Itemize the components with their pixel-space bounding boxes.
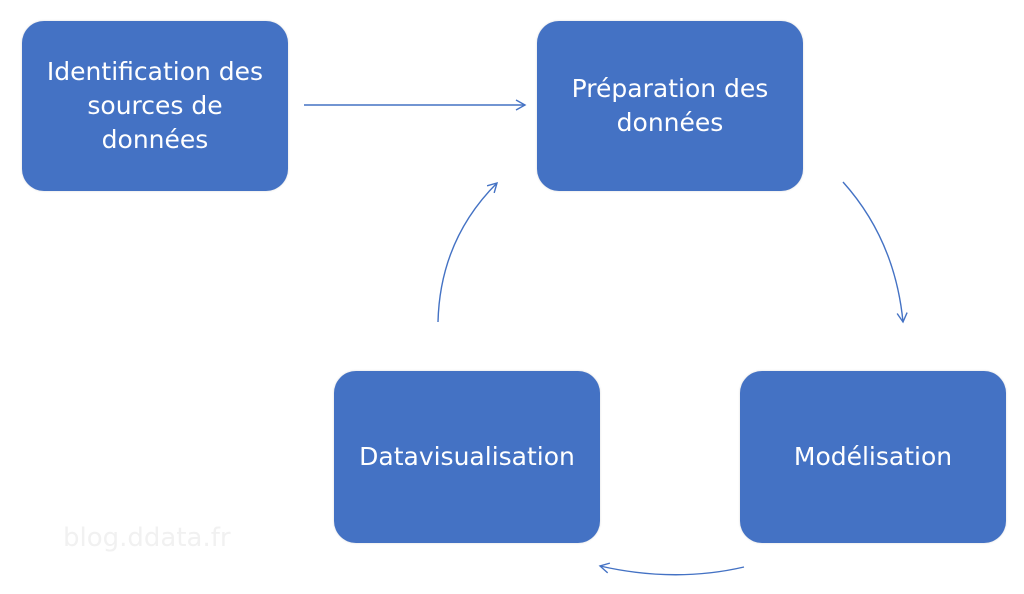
node-datavisualisation-label: Datavisualisation bbox=[359, 442, 575, 471]
node-modelisation: Modélisation bbox=[740, 371, 1006, 543]
node-preparation-label: Préparation des données bbox=[571, 74, 769, 137]
node-datavisualisation: Datavisualisation bbox=[334, 371, 600, 543]
node-identification-label: Identification des sources de données bbox=[46, 57, 264, 154]
arrow-datavisualisation-to-preparation bbox=[437, 181, 499, 323]
watermark: blog.ddata.fr bbox=[63, 523, 231, 553]
arrow-modelisation-to-datavisualisation bbox=[598, 562, 745, 576]
node-identification: Identification des sources de données bbox=[22, 21, 288, 191]
arrow-preparation-to-modelisation bbox=[842, 181, 908, 324]
node-modelisation-label: Modélisation bbox=[793, 442, 953, 471]
node-preparation: Préparation des données bbox=[537, 21, 803, 191]
